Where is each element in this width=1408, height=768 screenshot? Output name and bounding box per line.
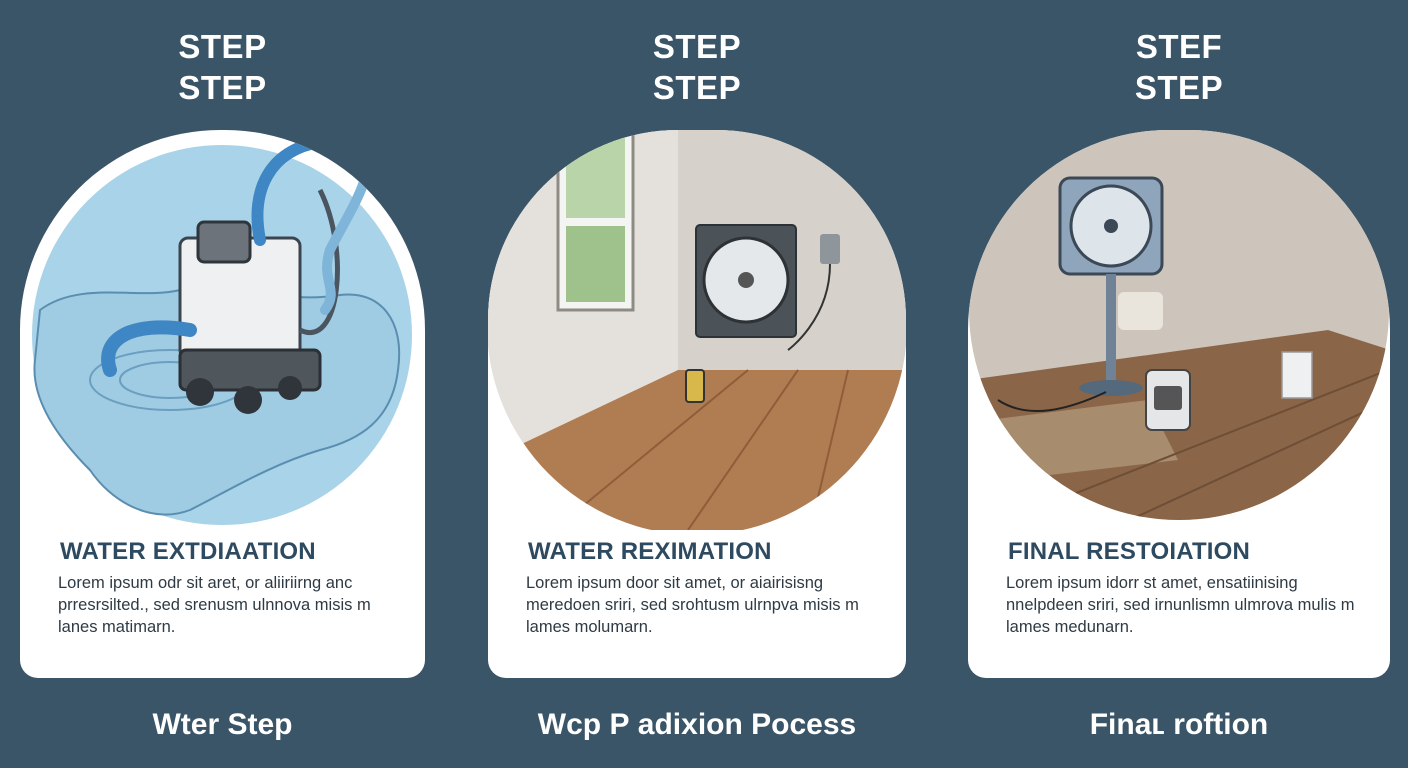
step-bottom-label-1: Wter Step — [152, 708, 293, 741]
step-bottom-label-2: Wcр Р аdixion Pocess — [537, 708, 857, 741]
step-heading-line-2: STEP — [178, 69, 267, 106]
step-card-title-2: WATER REXIMATION — [528, 538, 772, 565]
step-heading-line-2: STEP — [652, 69, 742, 106]
step-card-1: WATER EXTDIAATION Lorem ipsum odr sit ar… — [20, 130, 425, 678]
water-extraction-machine-icon — [32, 130, 412, 525]
step-card-title-3: FINAL RESTOIATION — [1008, 538, 1251, 565]
step-column-1: STEP STEP WATER EXTDIAATION Lorem ipsum … — [20, 0, 425, 768]
step-card-3: FINAL RESTOIATION Lorem ipsum idorr st a… — [968, 130, 1390, 678]
step-card-2: WATER REXIMATION Lorem ipsum door sit am… — [488, 130, 906, 678]
step-heading-line-2: STEP — [1134, 69, 1224, 106]
step-card-body-2: Lorem ipsum door sit amet, or aiairisisn… — [526, 574, 859, 636]
step-heading-line-1: STEP — [178, 28, 267, 65]
step-heading-2: STEP STEP — [488, 26, 906, 108]
room-drying-fan-icon — [488, 130, 906, 530]
step-heading-line-1: STEP — [652, 28, 742, 65]
step-heading-3: STEF STEP — [968, 26, 1390, 108]
step-column-2: STEP STEP — [488, 0, 906, 768]
step-heading-line-1: STEF — [1135, 28, 1223, 65]
step-card-title-1: WATER EXTDIAATION — [60, 538, 316, 565]
step-card-body-3: Lorem ipsum idorr st amet, ensatiinising… — [1006, 574, 1355, 636]
step-heading-1: STEP STEP — [20, 26, 425, 108]
restoration-fan-dehumidifier-icon — [969, 130, 1389, 520]
step-column-3: STEF STEP — [968, 0, 1390, 768]
step-bottom-label-3: Finaʟ roftion — [1089, 708, 1269, 741]
step-card-body-1: Lorem ipsum odr sit aret, or aliiriirng … — [58, 574, 371, 636]
